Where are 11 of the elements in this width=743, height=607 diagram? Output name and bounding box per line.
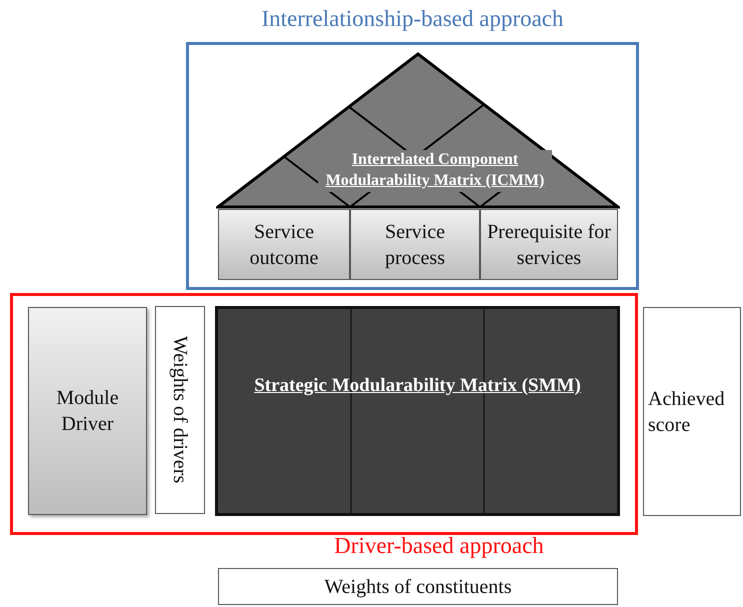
label-box: Service outcome: [218, 209, 350, 280]
matrix-box: Strategic Modularability Matrix (SMM): [215, 306, 620, 516]
group-heading: Driver-based approach: [333, 533, 545, 559]
label-box: Weights of constituents: [218, 568, 618, 605]
matrix-title: Interrelated Component Modularability Matrix (ICMM): [318, 150, 552, 192]
label-box: Achieved score: [643, 307, 741, 516]
label-box: Weights of drivers: [155, 306, 205, 514]
label-box: Service process: [350, 209, 480, 280]
label-box: Prerequisite for services: [480, 209, 618, 280]
label-box: Module Driver: [28, 307, 147, 515]
group-heading: Interrelationship-based approach: [260, 6, 565, 32]
